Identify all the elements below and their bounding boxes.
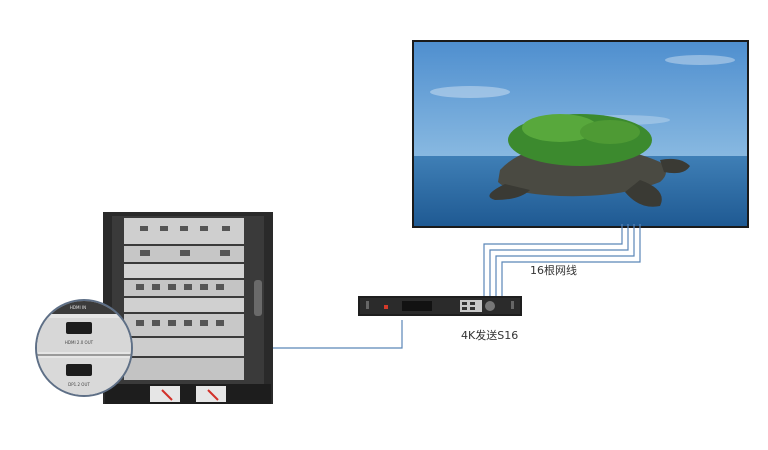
led-display-screen (412, 40, 749, 228)
card-slots (124, 218, 244, 380)
port-label-hdmi-out: HDMI 2.0 OUT (65, 340, 94, 345)
video-processor-chassis (103, 212, 273, 404)
chassis-handle (254, 280, 262, 316)
port-label-hdmi-in: HDMI IN (70, 305, 86, 310)
port-magnifier: HDMI IN HDMI 2.0 OUT DP1.2 OUT (35, 299, 133, 397)
sender-box-4k-s16 (358, 296, 522, 316)
turtle-island-image (489, 114, 690, 207)
dp-out-port (66, 364, 92, 376)
cable-label: 16根网线 (530, 264, 577, 277)
sender-label: 4K发送S16 (461, 329, 519, 342)
hdmi-out-port (66, 322, 92, 334)
power-supply-units (150, 386, 226, 402)
network-cables-16 (483, 224, 641, 296)
port-label-dp-out: DP1.2 OUT (68, 382, 90, 387)
